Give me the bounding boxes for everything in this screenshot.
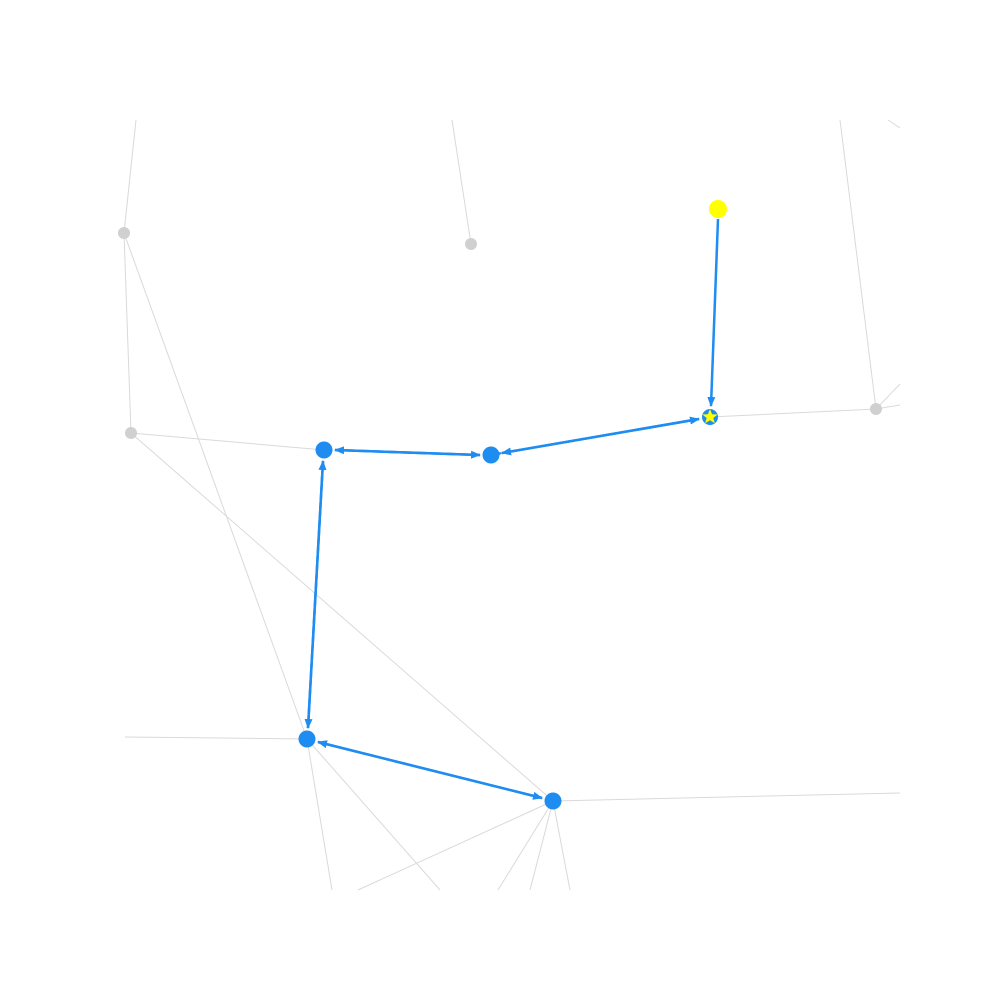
node-4[interactable]: [544, 792, 562, 810]
route-edge: [317, 740, 543, 800]
node-b: [465, 238, 477, 250]
inactive-edge: [123, 232, 308, 740]
inactive-edge: [709, 408, 877, 418]
route-edge: [306, 460, 327, 729]
inactive-edge: [124, 736, 308, 740]
node-3[interactable]: [298, 730, 316, 748]
inactive-edges: [123, 119, 901, 891]
inactive-edge: [839, 119, 877, 410]
star-icon: [702, 409, 718, 424]
node-1[interactable]: [482, 446, 500, 464]
inactive-edge: [130, 432, 325, 451]
inactive-edge: [451, 119, 472, 245]
inactive-edge: [306, 738, 333, 891]
inactive-edge: [123, 232, 132, 434]
inactive-nodes: [118, 227, 882, 439]
route-edge: [501, 417, 700, 456]
node-c: [125, 427, 137, 439]
inactive-edge: [130, 432, 554, 802]
route-edge: [334, 446, 481, 457]
inactive-edge: [123, 119, 137, 234]
inactive-edge: [306, 738, 441, 891]
start-node[interactable]: [709, 200, 727, 218]
route-edges: [304, 218, 720, 800]
inactive-edge: [529, 800, 554, 891]
node-a: [118, 227, 130, 239]
node-d: [870, 403, 882, 415]
node-2[interactable]: [315, 441, 333, 459]
inactive-edge: [887, 119, 901, 129]
inactive-edge: [357, 800, 554, 891]
goal-star-node[interactable]: [702, 409, 718, 425]
inactive-edge: [552, 800, 571, 891]
inactive-edge: [552, 792, 901, 802]
route-edge: [707, 218, 720, 407]
route-nodes: [298, 441, 562, 810]
inactive-edge: [497, 800, 554, 891]
